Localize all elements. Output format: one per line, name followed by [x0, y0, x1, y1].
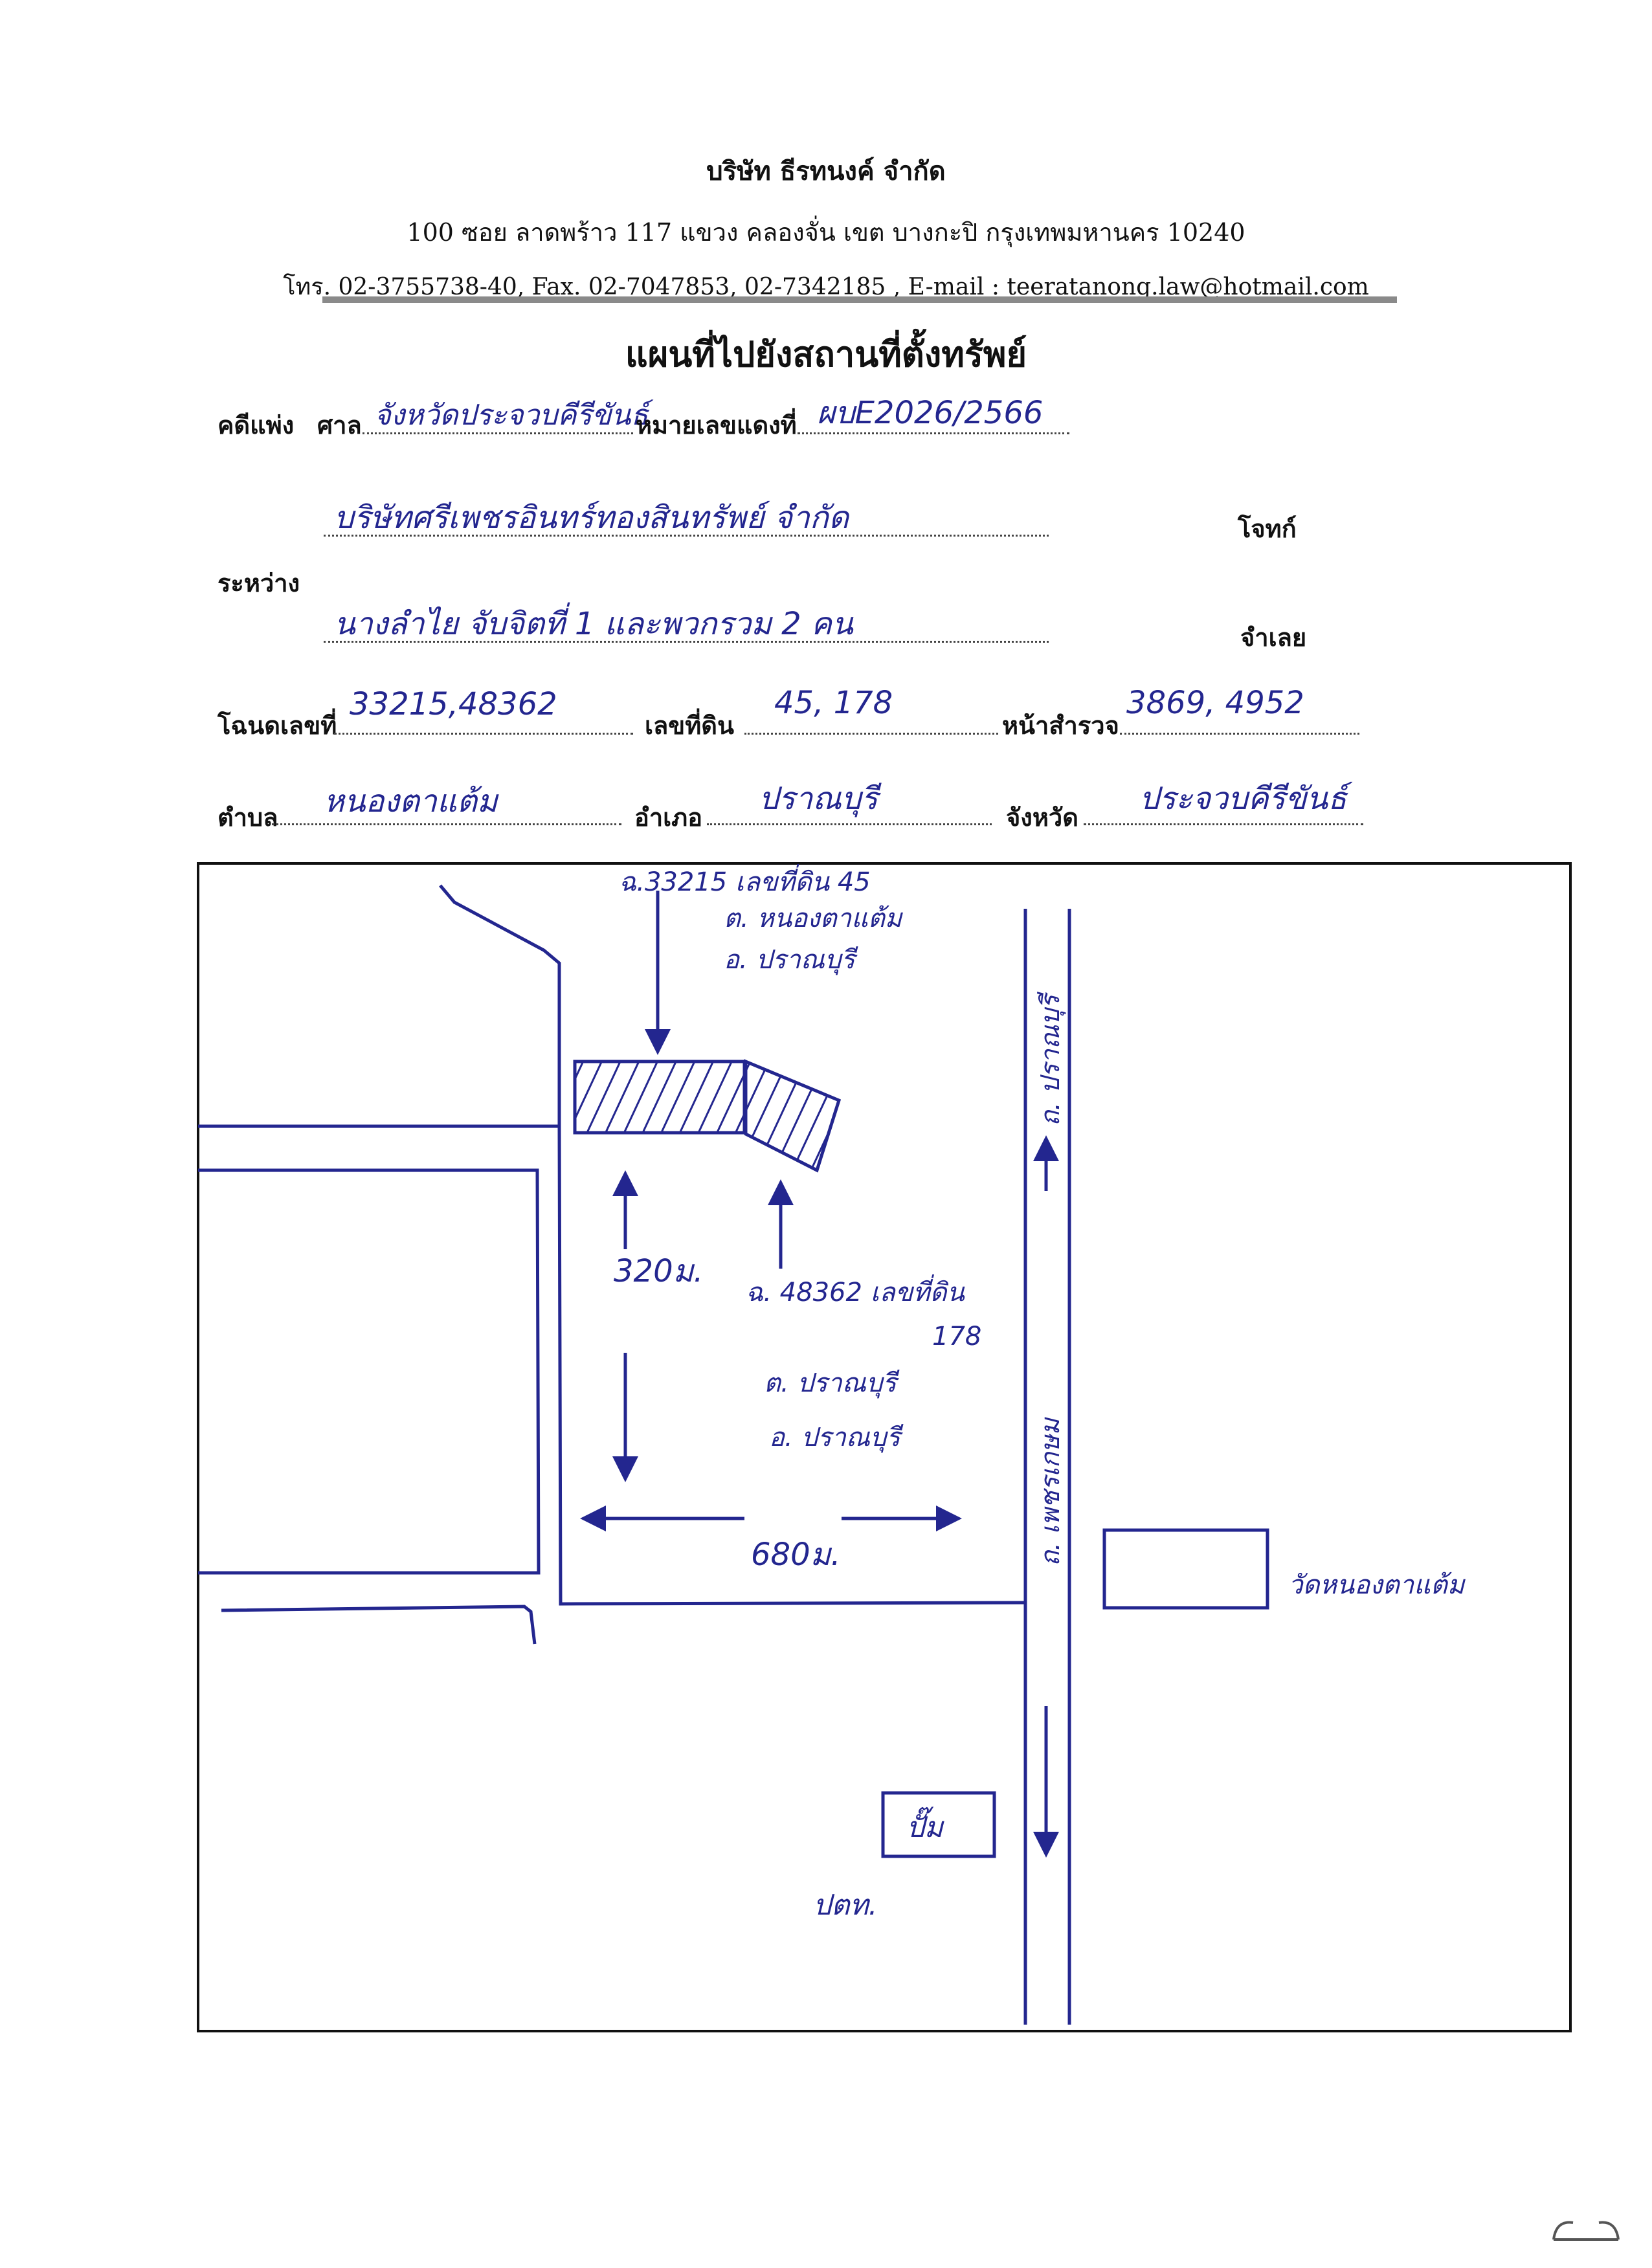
parcel1-subdistrict-label: ต. หนองตาแต้ม	[724, 904, 904, 933]
road-lower-left	[221, 1605, 537, 1645]
red-number-dotted-line	[798, 432, 1069, 434]
company-address: 100 ซอย ลาดพร้าว 117 แขวง คลองจั่น เขต บ…	[407, 218, 1245, 247]
province-value: ประจวบคีรีขันธ์	[1139, 781, 1347, 817]
land-number-dotted-line	[744, 733, 998, 735]
between-label: ระหว่าง	[218, 568, 300, 597]
gas-station-brand-label: ปตท.	[813, 1889, 878, 1922]
case-type-label: คดีแพ่ง	[218, 410, 295, 439]
parcel2-subdistrict-label: ต. ปราณบุรี	[764, 1368, 900, 1399]
district-label: อำเภอ	[634, 803, 703, 832]
gas-station-box	[881, 1791, 996, 1858]
road-phetkasem-label: ถ. เพชรเกษม	[1036, 1416, 1066, 1566]
company-contact: โทร. 02-3755738-40, Fax. 02-7047853, 02-…	[283, 274, 1369, 300]
court-dotted-line	[363, 432, 633, 434]
land-number-value: 45, 178	[774, 685, 893, 721]
deed-number-dotted-line	[334, 733, 633, 735]
road-access-lane	[557, 1126, 1025, 1606]
deed-number-value: 33215,48362	[350, 686, 557, 722]
road-curve-upper-left	[198, 884, 561, 1128]
land-number-label: เลขที่ดิน	[645, 711, 734, 740]
province-dotted-line	[1084, 823, 1363, 825]
defendant-value: นางลำไย จับจิตที่ 1 และพวกรวม 2 คน	[334, 606, 853, 642]
district-value: ปราณบุรี	[759, 781, 878, 817]
distance-vertical-label: 320ม.	[614, 1253, 704, 1289]
temple-label: วัดหนองตาแต้ม	[1288, 1570, 1466, 1600]
road-pranburi-label: ถ. ปราณบุรี	[1036, 992, 1066, 1126]
court-label: ศาล	[317, 410, 362, 439]
parcel2-land-number-label: 178	[932, 1322, 981, 1351]
court-value: จังหวัดประจวบคีรีขันธ์	[374, 399, 649, 432]
road-left-block	[198, 1168, 541, 1575]
deed-number-label: โฉนดเลขที่	[218, 711, 337, 740]
company-name: บริษัท ธีรทนงค์ จำกัด	[706, 156, 946, 186]
subdistrict-dotted-line	[272, 823, 621, 825]
temple-box	[1102, 1528, 1269, 1610]
district-dotted-line	[707, 823, 992, 825]
subdistrict-value: หนองตาแต้ม	[324, 783, 498, 819]
survey-page-dotted-line	[1120, 733, 1359, 735]
plaintiff-value: บริษัทศรีเพชรอินทร์ทองสินทรัพย์ จำกัด	[334, 500, 849, 536]
province-label: จังหวัด	[1006, 803, 1078, 832]
plaintiff-dotted-line	[324, 535, 1049, 537]
parcel1-district-label: อ. ปราณบุรี	[724, 945, 858, 975]
survey-page-value: 3869, 4952	[1126, 685, 1304, 721]
parcel1-deed-label: ฉ.33215 เลขที่ดิน 45	[619, 863, 871, 897]
gas-station-label: ปั๊ม	[906, 1807, 944, 1844]
plaintiff-label: โจทก์	[1238, 514, 1297, 543]
defendant-dotted-line	[324, 641, 1049, 643]
red-number-label: หมายเลขแดงที่	[636, 410, 797, 439]
staple-mark	[1552, 2221, 1620, 2241]
red-number-value: ผบE2026/2566	[817, 395, 1044, 431]
parcel2-deed-label: ฉ. 48362 เลขที่ดิน	[746, 1274, 966, 1307]
parcel-48362	[744, 1059, 842, 1173]
map-border	[197, 862, 1572, 2032]
header-divider	[322, 296, 1397, 303]
distance-horizontal-label: 680ม.	[751, 1537, 841, 1573]
parcel2-district-label: อ. ปราณบุรี	[769, 1423, 904, 1453]
document-title: แผนที่ไปยังสถานที่ตั้งทรัพย์	[625, 333, 1027, 375]
parcel-33215	[573, 1060, 746, 1135]
survey-page-label: หน้าสำรวจ	[1002, 711, 1119, 740]
subdistrict-label: ตำบล	[218, 803, 278, 832]
defendant-label: จำเลย	[1240, 623, 1307, 652]
